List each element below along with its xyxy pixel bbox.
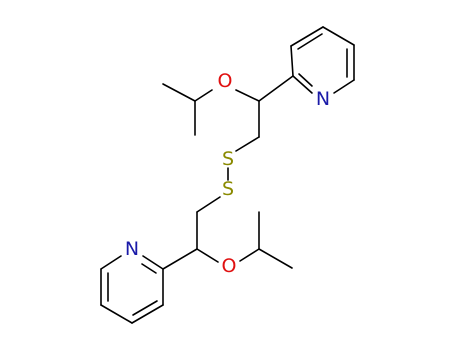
bond-ch2-to-s-upper (235, 136, 260, 152)
bond-ch-to-o-lower (196, 248, 219, 263)
bond-upper-ring-6-double (298, 73, 313, 87)
bond-upper-ring-1 (290, 45, 294, 77)
bond-lower-ring-5-double (132, 300, 158, 316)
bond-ring-to-ch-upper (258, 75, 294, 102)
bond-lower-ring-5 (131, 304, 164, 324)
bond-upper-ring-3 (322, 26, 355, 46)
bond-lower-ring-1-double (141, 263, 157, 274)
bond-upper-ring-2-double (297, 33, 323, 50)
sulfur-atom-upper: S (222, 148, 234, 170)
bond-o-to-iso-ch-upper (194, 89, 213, 102)
bond-lower-ring-4 (100, 304, 133, 324)
bond-lower-ring-1 (142, 255, 164, 270)
nitrogen-atom-lower: N (125, 238, 139, 260)
bond-ch-to-o-upper (235, 89, 260, 102)
bond-o-to-iso-ch-lower (239, 248, 260, 262)
nitrogen-atom-upper: N (316, 88, 330, 110)
upper-chain (162, 75, 294, 152)
bond-lower-ring-2 (100, 255, 122, 270)
lower-chain (162, 196, 293, 270)
bond-upper-ring-2 (290, 26, 324, 47)
lower-pyridine-ring (100, 255, 164, 324)
bond-iso-methyl-a-upper (162, 83, 196, 102)
bond-s-to-ch2-lower (196, 196, 221, 213)
bond-iso-methyl-a-lower (258, 248, 293, 269)
bond-upper-ring-6 (292, 75, 313, 94)
bond-upper-ring-5 (333, 79, 355, 94)
bond-ch-to-ring-lower (162, 248, 198, 270)
oxygen-atom-lower: O (222, 255, 237, 277)
sulfur-atom-lower: S (222, 178, 234, 200)
upper-pyridine-ring (290, 26, 355, 94)
oxygen-atom-upper: O (218, 70, 233, 92)
